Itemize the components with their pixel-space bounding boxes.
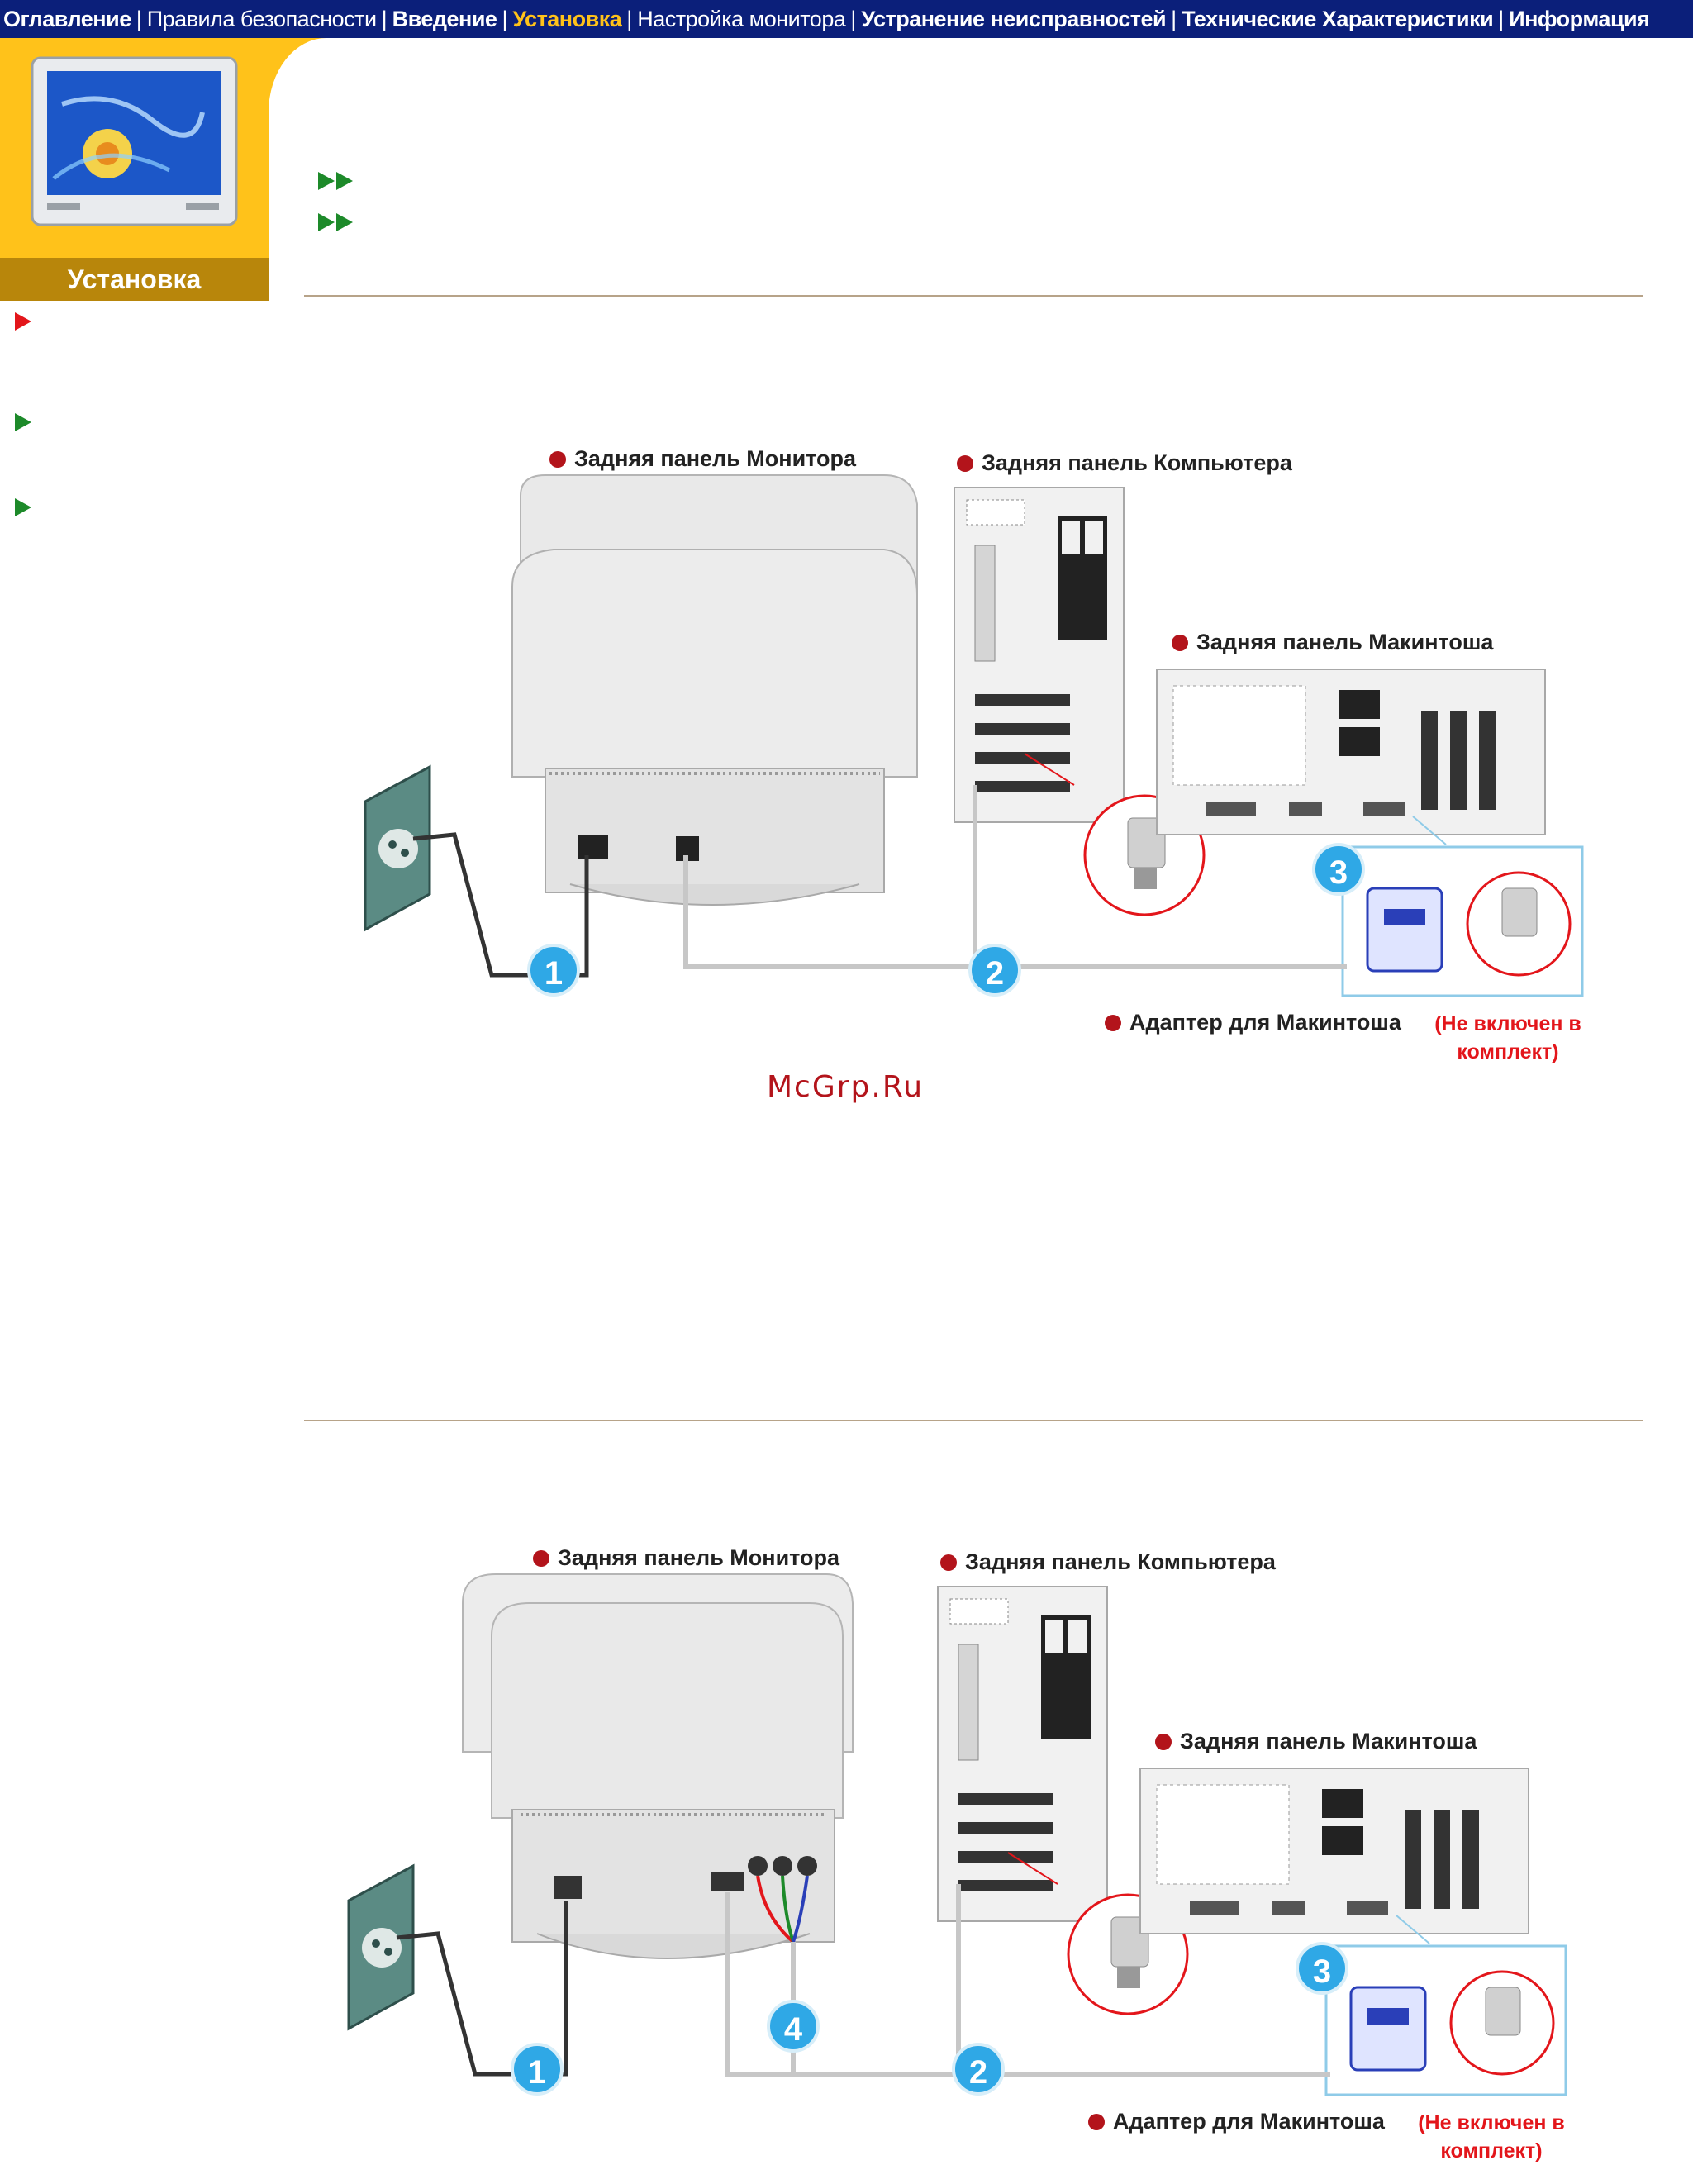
nav-information[interactable]: Информация	[1509, 6, 1650, 31]
bullet-dot-icon	[1155, 1734, 1172, 1750]
sidebar-item-1[interactable]	[15, 312, 31, 331]
top-navigation: Оглавление| Правила безопасности| Введен…	[0, 0, 1693, 38]
label-not-included: (Не включен в комплект)	[1418, 2111, 1565, 2163]
callout-2: 2	[968, 944, 1021, 997]
sidebar-item-3[interactable]	[15, 498, 31, 516]
nav-separator: |	[1171, 6, 1177, 31]
nav-separator: |	[136, 6, 142, 31]
bullet-dot-icon	[549, 451, 566, 468]
content-link-1[interactable]	[318, 172, 354, 190]
callout-3: 3	[1312, 843, 1365, 896]
watermark-text: McGrp.Ru	[767, 1070, 925, 1104]
label-computer-back: Задняя панель Компьютера	[957, 450, 1292, 476]
macintosh-back-icon	[1156, 669, 1546, 835]
bullet-dot-icon	[1088, 2114, 1105, 2130]
callout-2: 2	[952, 2043, 1005, 2096]
connection-diagram-2: Задняя панель Монитора Задняя панель Ком…	[347, 1537, 1603, 2173]
label-mac-adapter: Адаптер для Макинтоша	[1105, 1010, 1401, 1035]
bullet-dot-icon	[957, 455, 973, 472]
callout-4: 4	[767, 2000, 820, 2053]
macintosh-back-icon	[1139, 1768, 1529, 1934]
mac-adapter-box-icon	[1324, 1915, 1567, 2096]
nav-separator: |	[850, 6, 857, 31]
computer-back-icon	[937, 1586, 1108, 1922]
label-mac-adapter: Адаптер для Макинтоша	[1088, 2109, 1385, 2134]
bullet-dot-icon	[533, 1550, 549, 1567]
signal-cable	[683, 785, 1347, 969]
callout-1: 1	[527, 944, 580, 997]
nav-separator: |	[502, 6, 508, 31]
signal-cable	[725, 1884, 1330, 2077]
monitor-back-icon	[462, 1573, 854, 1959]
nav-adjusting[interactable]: Настройка монитора	[637, 6, 846, 31]
section-divider	[304, 295, 1643, 297]
nav-separator: |	[626, 6, 633, 31]
label-mac-back: Задняя панель Макинтоша	[1155, 1729, 1477, 1754]
wall-outlet-icon	[364, 764, 431, 932]
nav-introduction[interactable]: Введение	[392, 6, 497, 31]
nav-separator: |	[1498, 6, 1505, 31]
section-divider	[304, 1420, 1643, 1421]
power-cable	[412, 832, 589, 978]
computer-back-icon	[954, 487, 1125, 823]
callout-3: 3	[1296, 1942, 1348, 1995]
label-monitor-back: Задняя панель Монитора	[549, 446, 856, 472]
sidebar-caption: Установка	[0, 258, 269, 301]
wall-outlet-icon	[347, 1863, 415, 2031]
monitor-icon	[31, 56, 238, 226]
callout-1: 1	[511, 2043, 564, 2096]
nav-contents[interactable]: Оглавление	[3, 6, 131, 31]
label-mac-back: Задняя панель Макинтоша	[1172, 630, 1493, 655]
mac-adapter-box-icon	[1341, 816, 1584, 997]
nav-setup[interactable]: Установка	[512, 6, 622, 31]
connection-diagram-1: Задняя панель Монитора Задняя панель Ком…	[347, 438, 1603, 1074]
label-computer-back: Задняя панель Компьютера	[940, 1549, 1276, 1575]
diagram-1-illustration	[364, 474, 1584, 997]
sidebar-item-2[interactable]	[15, 413, 31, 431]
diagram-2-illustration	[347, 1573, 1567, 2096]
bullet-dot-icon	[1172, 635, 1188, 651]
content-link-2[interactable]	[318, 213, 354, 231]
nav-separator: |	[381, 6, 388, 31]
nav-safety[interactable]: Правила безопасности	[146, 6, 377, 31]
bullet-dot-icon	[1105, 1015, 1121, 1031]
nav-troubleshooting[interactable]: Устранение неисправностей	[861, 6, 1167, 31]
power-cable	[396, 1901, 568, 2077]
label-not-included: (Не включен в комплект)	[1434, 1012, 1581, 1063]
bullet-dot-icon	[940, 1554, 957, 1571]
label-monitor-back: Задняя панель Монитора	[533, 1545, 839, 1571]
nav-specifications[interactable]: Технические Характеристики	[1182, 6, 1494, 31]
monitor-back-icon	[511, 474, 918, 906]
